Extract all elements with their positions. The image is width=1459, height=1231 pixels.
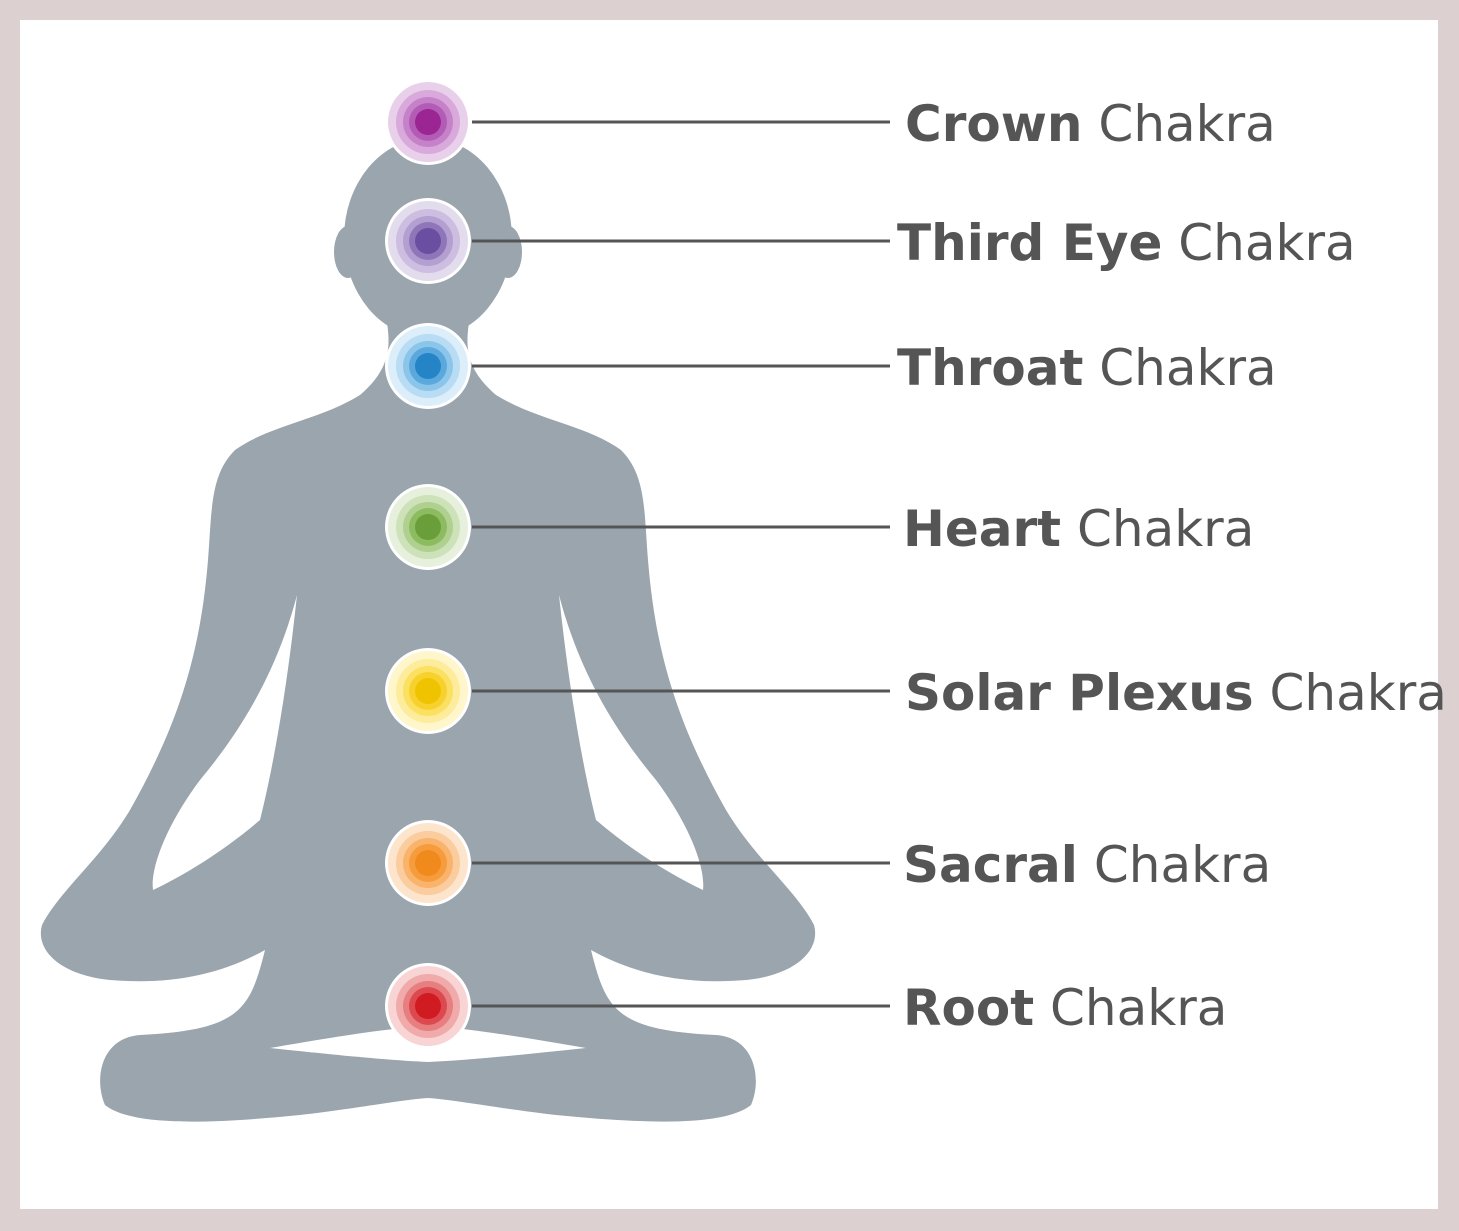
sacral-chakra-suffix: Chakra: [1093, 836, 1272, 894]
third-eye-chakra-label: Third Eye Chakra: [897, 218, 1356, 268]
heart-chakra-name: Heart: [903, 500, 1062, 558]
solar-plexus-chakra-suffix: Chakra: [1269, 664, 1447, 722]
sacral-chakra-point: [385, 820, 471, 906]
right-arm-gap: [559, 595, 704, 890]
solar-plexus-chakra-ring-5: [415, 678, 441, 704]
throat-chakra-suffix: Chakra: [1099, 339, 1277, 397]
throat-chakra-name: Throat: [897, 339, 1084, 397]
solar-plexus-chakra-point: [385, 648, 471, 734]
root-chakra-name: Root: [903, 979, 1035, 1037]
crown-chakra-ring-5: [415, 109, 441, 135]
root-chakra-label: Root Chakra: [903, 983, 1227, 1033]
sacral-chakra-label: Sacral Chakra: [903, 840, 1271, 890]
third-eye-chakra-ring-5: [415, 228, 441, 254]
silhouette-right-ear: [494, 226, 522, 278]
crown-chakra-suffix: Chakra: [1098, 95, 1276, 153]
root-chakra-ring-5: [415, 993, 441, 1019]
heart-chakra-label: Heart Chakra: [903, 504, 1254, 554]
crown-chakra-point: [385, 79, 471, 165]
leader-lines: [472, 120, 890, 1008]
crown-chakra-name: Crown: [905, 95, 1083, 153]
throat-chakra-label: Throat Chakra: [897, 343, 1277, 393]
heart-chakra-suffix: Chakra: [1076, 500, 1255, 558]
third-eye-chakra-suffix: Chakra: [1178, 214, 1356, 272]
third-eye-chakra-name: Third Eye: [897, 214, 1163, 272]
heart-chakra-point: [385, 484, 471, 570]
throat-chakra-point: [385, 323, 471, 409]
throat-chakra-ring-5: [415, 353, 441, 379]
heart-chakra-ring-5: [415, 514, 441, 540]
chakra-points: [385, 79, 471, 1049]
solar-plexus-chakra-name: Solar Plexus: [905, 664, 1254, 722]
sacral-chakra-ring-5: [415, 850, 441, 876]
root-chakra-point: [385, 963, 471, 1049]
root-chakra-suffix: Chakra: [1050, 979, 1228, 1037]
chakra-diagram: [40, 79, 890, 1122]
solar-plexus-chakra-label: Solar Plexus Chakra: [905, 668, 1447, 718]
crown-chakra-label: Crown Chakra: [905, 99, 1276, 149]
third-eye-chakra-point: [385, 198, 471, 284]
left-arm-gap: [152, 595, 297, 890]
sacral-chakra-name: Sacral: [903, 836, 1078, 894]
silhouette-left-ear: [334, 226, 362, 278]
